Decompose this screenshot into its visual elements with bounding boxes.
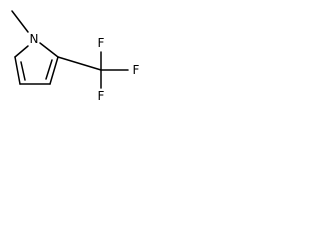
atom-label-fluorine-right: F xyxy=(133,63,140,77)
bond-n-c5 xyxy=(14,45,29,58)
bond-n-c2 xyxy=(39,42,59,58)
bond-c5-c4 xyxy=(14,56,21,85)
structure-diagram: N F F F xyxy=(11,10,140,103)
bond-c2-cf3 xyxy=(57,56,102,71)
bond-methyl-n xyxy=(11,10,29,33)
atom-label-fluorine-bottom: F xyxy=(98,89,105,103)
atom-label-nitrogen: N xyxy=(30,32,39,46)
bond-c3-c2 xyxy=(49,56,59,85)
atom-label-fluorine-top: F xyxy=(98,36,105,50)
bond-c3-c2-double xyxy=(45,59,53,80)
bond-c5-c4-double xyxy=(20,61,26,81)
